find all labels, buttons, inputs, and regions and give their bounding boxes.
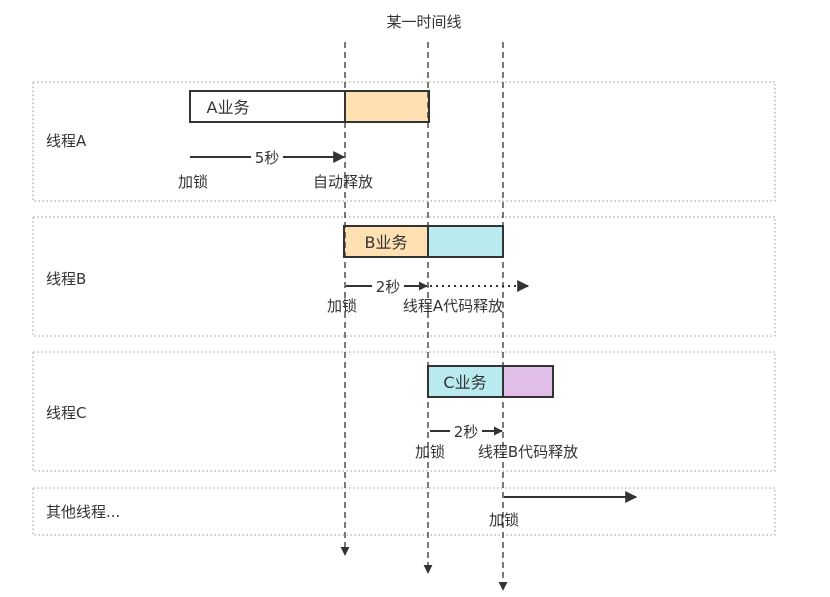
c-duration-label-bg [450,421,482,441]
a-lock-label: 加锁 [178,173,208,191]
b-business-label: B业务 [365,233,408,252]
b-duration-label: 2秒 [376,278,401,296]
c-duration-label: 2秒 [454,423,479,441]
lane-c-label: 线程C [46,404,86,422]
c-thread-b-release-label: 线程B代码释放 [478,443,578,461]
b-duration-label-bg [372,276,404,296]
lane-c [32,351,776,472]
lane-b [32,216,776,337]
lane-a [32,81,776,202]
b-business-block [343,225,429,258]
a-business-block [189,90,346,123]
b-release-block [427,225,504,258]
a-auto-release-label: 自动释放 [313,173,373,191]
b-lock-label: 加锁 [327,297,357,315]
lane-other-label: 其他线程... [46,503,120,521]
a-duration-label-bg [251,147,283,167]
other-lock-label: 加锁 [489,511,519,529]
c-business-label: C业务 [443,373,486,392]
c-lock-label: 加锁 [415,443,445,461]
lane-other [32,487,776,536]
a-release-block [344,90,430,123]
lane-a-label: 线程A [46,132,87,150]
c-release-block [502,365,554,398]
timeline-title: 某一时间线 [386,13,461,31]
c-business-block [427,365,504,398]
b-thread-a-release-label: 线程A代码释放 [403,297,503,315]
a-duration-label: 5秒 [255,149,280,167]
a-business-label: A业务 [207,98,250,117]
lane-b-label: 线程B [46,270,86,288]
